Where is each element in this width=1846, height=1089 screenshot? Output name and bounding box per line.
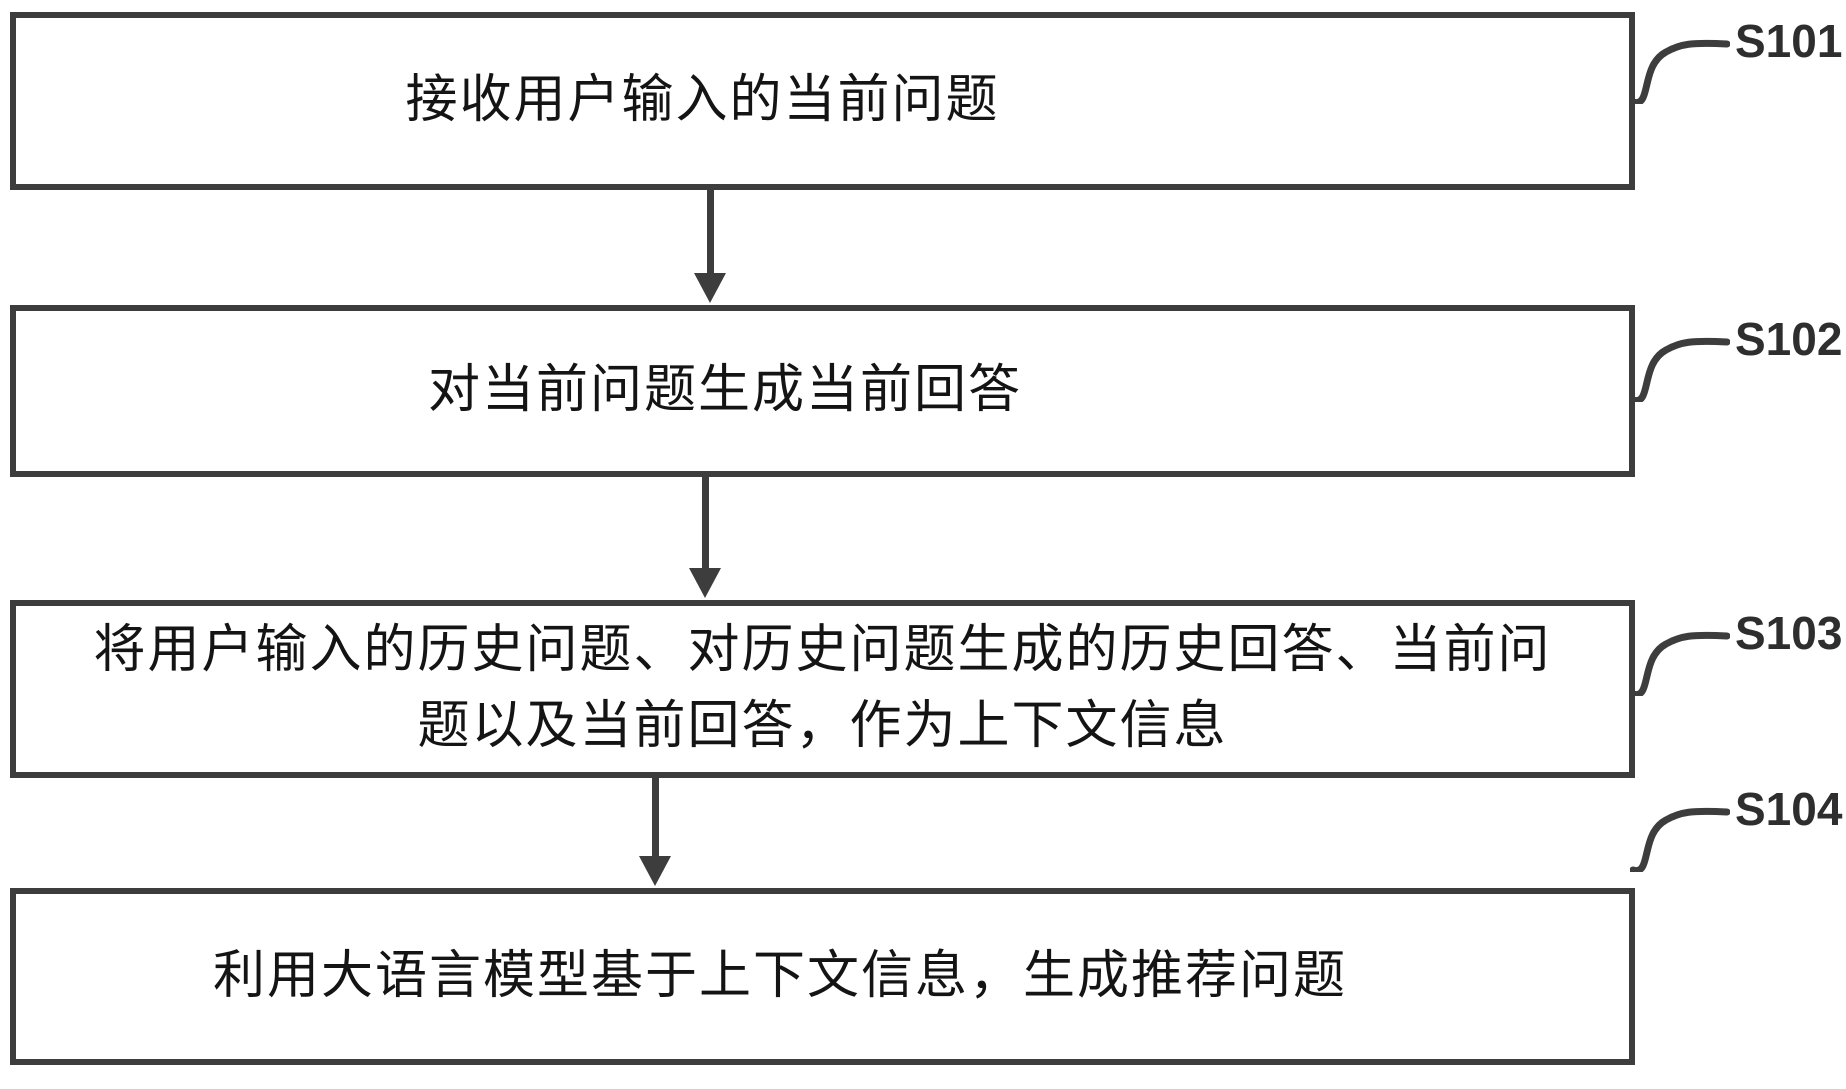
flow-box-s103: 将用户输入的历史问题、对历史问题生成的历史回答、当前问 题以及当前回答，作为上下… [10,600,1635,778]
step-label-s103: S103 [1735,607,1843,659]
flow-box-s104-text: 利用大语言模型基于上下文信息，生成推荐问题 [212,947,1347,1005]
flow-box-s101: 接收用户输入的当前问题 [10,12,1635,190]
down-arrowhead-icon [639,856,671,886]
down-arrow-icon [707,190,714,275]
flow-box-s102: 对当前问题生成当前回答 [10,305,1635,477]
flow-box-s103-text-line2: 题以及当前回答，作为上下文信息 [417,698,1228,755]
flow-box-s102-text: 对当前问题生成当前回答 [427,362,1022,419]
leader-curve-icon [1630,39,1730,104]
leader-curve-icon [1630,337,1730,402]
flow-box-s101-text: 接收用户输入的当前问题 [405,72,1000,129]
down-arrowhead-icon [689,568,721,598]
step-label-s101: S101 [1735,15,1843,67]
flow-box-s103-text-line1: 将用户输入的历史问题、对历史问题生成的历史回答、当前问 [93,622,1552,679]
flow-box-s104: 利用大语言模型基于上下文信息，生成推荐问题 [10,888,1635,1065]
step-label-s102: S102 [1735,313,1843,365]
down-arrow-icon [652,778,659,858]
down-arrowhead-icon [694,273,726,303]
step-label-s104: S104 [1735,783,1843,835]
down-arrow-icon [702,477,709,570]
leader-curve-icon [1630,631,1730,696]
leader-curve-icon [1630,807,1730,872]
